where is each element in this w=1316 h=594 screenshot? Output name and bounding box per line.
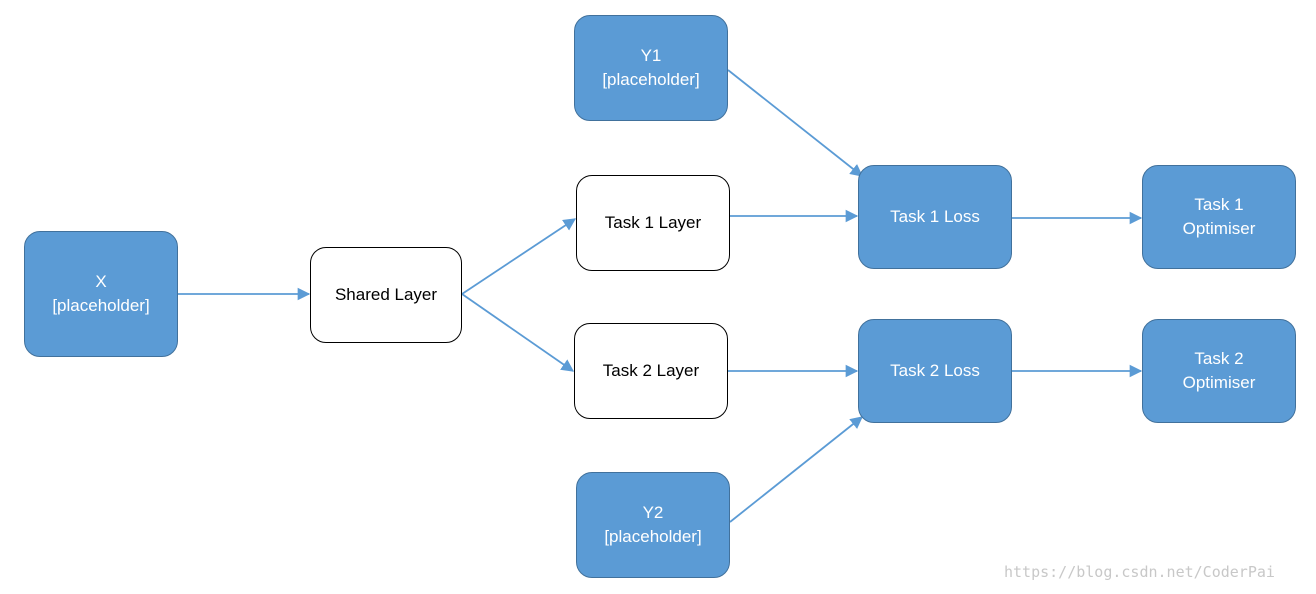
y2-placeholder-title: Y2 [642, 503, 664, 522]
task2-layer-label: Task 2 Layer [602, 361, 700, 380]
task2-optimiser-title: Task 2 [1194, 349, 1244, 368]
task1-optimiser-title: Task 1 [1194, 195, 1244, 214]
arrow-shared-to-task1-layer [461, 218, 577, 295]
task1-layer-node[interactable]: Task 1 Layer [576, 175, 730, 271]
y2-placeholder-node[interactable]: Y2 [placeholder] [576, 472, 730, 578]
task2-loss-node[interactable]: Task 2 Loss [858, 319, 1012, 423]
task1-optimiser-node[interactable]: Task 1 Optimiser [1142, 165, 1296, 269]
task1-optimiser-subtitle: Optimiser [1182, 219, 1256, 238]
y1-placeholder-title: Y1 [640, 46, 662, 65]
task1-loss-node[interactable]: Task 1 Loss [858, 165, 1012, 269]
y2-placeholder-subtitle: [placeholder] [604, 527, 702, 546]
watermark-text: https://blog.csdn.net/CoderPai [1004, 563, 1275, 581]
arrow-y1-to-task1-loss [727, 69, 863, 177]
task2-loss-label: Task 2 Loss [890, 361, 980, 380]
x-placeholder-subtitle: [placeholder] [52, 296, 150, 315]
x-placeholder-title: X [95, 272, 107, 291]
task2-optimiser-subtitle: Optimiser [1182, 373, 1256, 392]
arrow-y2-to-task2-loss [729, 416, 863, 523]
y1-placeholder-subtitle: [placeholder] [602, 70, 700, 89]
task2-layer-node[interactable]: Task 2 Layer [574, 323, 728, 419]
task1-layer-label: Task 1 Layer [604, 213, 702, 232]
x-placeholder-node[interactable]: X [placeholder] [24, 231, 178, 357]
task1-loss-label: Task 1 Loss [890, 207, 980, 226]
shared-layer-label: Shared Layer [334, 285, 438, 304]
y1-placeholder-node[interactable]: Y1 [placeholder] [574, 15, 728, 121]
arrow-shared-to-task2-layer [461, 293, 575, 372]
task2-optimiser-node[interactable]: Task 2 Optimiser [1142, 319, 1296, 423]
shared-layer-node[interactable]: Shared Layer [310, 247, 462, 343]
